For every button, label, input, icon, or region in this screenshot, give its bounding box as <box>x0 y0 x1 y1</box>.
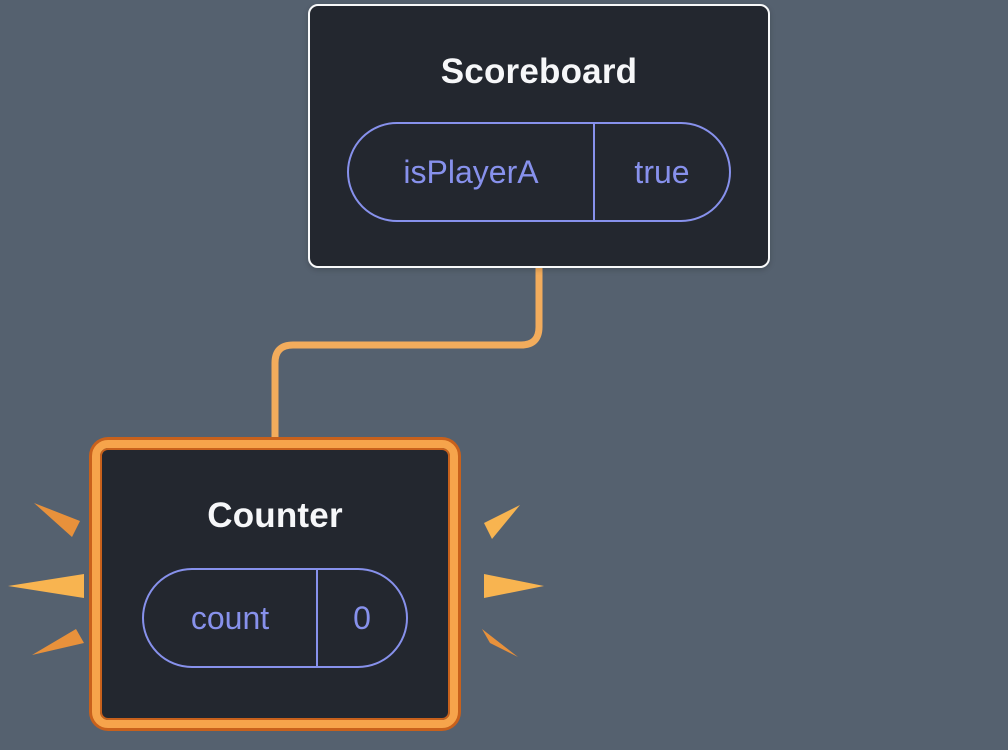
parent-child-connector-line <box>271 260 543 452</box>
scoreboard-title: Scoreboard <box>440 52 638 91</box>
counter-state-key: count <box>144 570 318 666</box>
scoreboard-state-pill: isPlayerA true <box>347 122 731 222</box>
spark-right-bottom-icon <box>482 629 518 657</box>
spark-right-top-icon <box>484 505 520 539</box>
counter-node: Counter count 0 <box>92 440 458 728</box>
scoreboard-node: Scoreboard isPlayerA true <box>308 4 770 268</box>
spark-right-middle-icon <box>484 574 544 598</box>
counter-title: Counter <box>207 496 343 535</box>
spark-left-middle-icon <box>8 574 84 598</box>
spark-left-bottom-icon <box>32 629 84 655</box>
scoreboard-state-value: true <box>634 153 690 190</box>
counter-state-pill: count 0 <box>142 568 408 668</box>
counter-state-value: 0 <box>353 599 371 636</box>
scoreboard-state-key: isPlayerA <box>349 124 595 220</box>
spark-left-top-icon <box>34 503 80 537</box>
